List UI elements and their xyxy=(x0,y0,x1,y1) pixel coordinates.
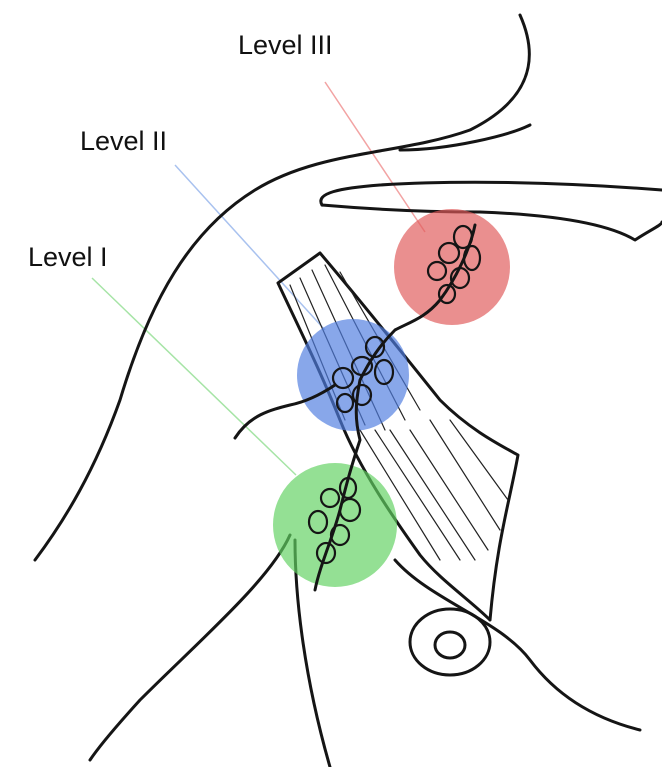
label-level-2: Level II xyxy=(80,128,167,155)
breast-lower-contour xyxy=(395,560,640,730)
label-level-1: Level I xyxy=(28,244,108,271)
breast-contour xyxy=(90,535,290,760)
leader-line-level-2 xyxy=(175,165,325,330)
label-level-3: Level III xyxy=(238,32,333,59)
leader-line-level-1 xyxy=(92,278,296,475)
nipple xyxy=(435,632,465,658)
areola xyxy=(410,609,490,675)
zone-level-3 xyxy=(394,209,510,325)
neck-contour xyxy=(400,125,530,150)
